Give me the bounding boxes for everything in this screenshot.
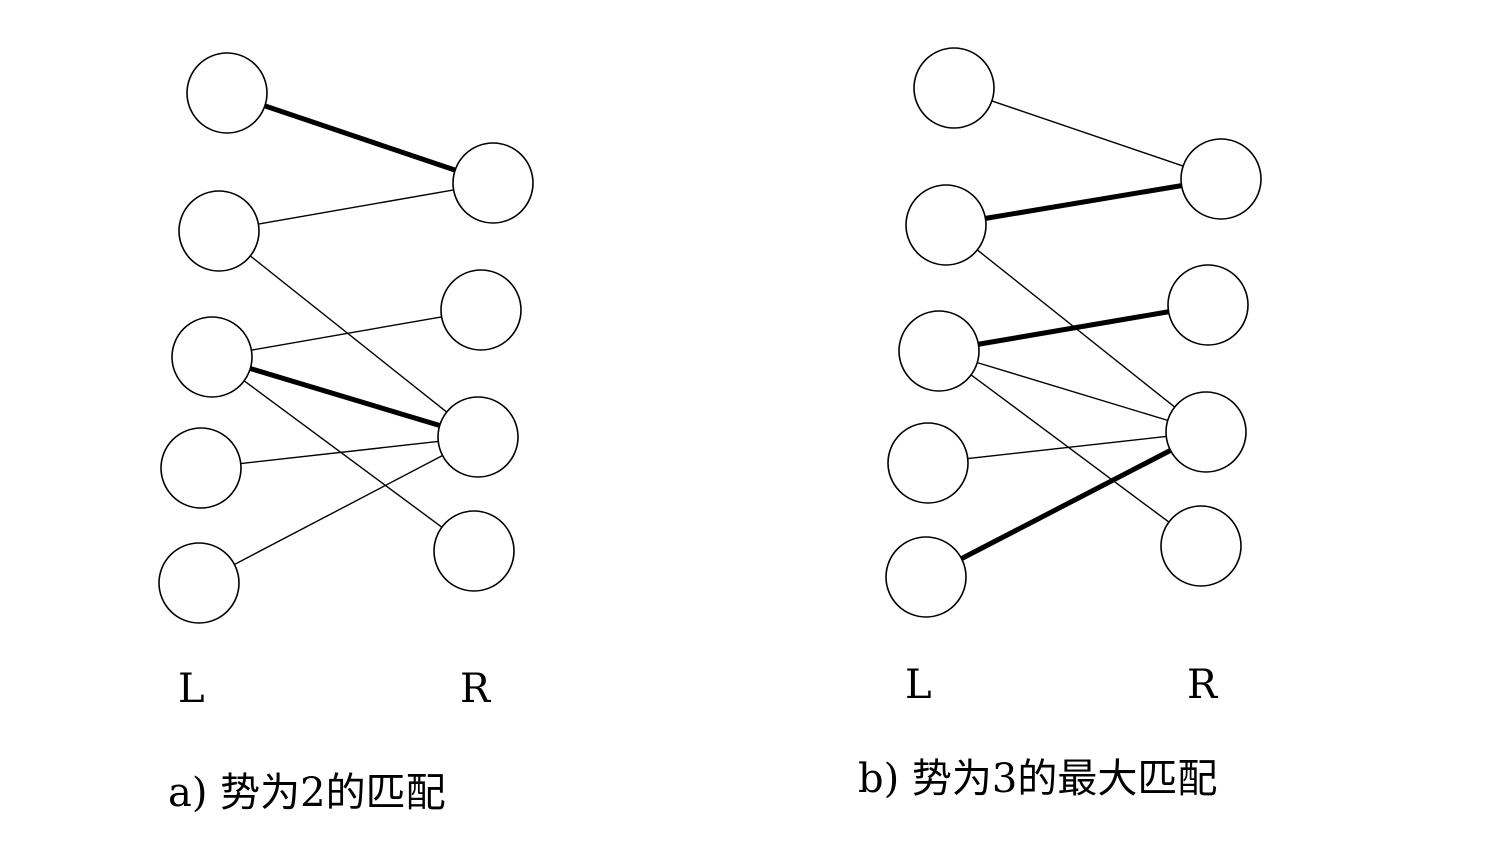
panel-a-left-node-2: [171, 316, 253, 398]
panel-b-edge-0-0: [991, 100, 1184, 167]
panel-b-edge-1-0-matched: [985, 183, 1182, 221]
panel-a-edge-1-0: [258, 189, 454, 225]
panel-b-left-node-4: [885, 536, 967, 618]
panel-b-edges: [960, 100, 1184, 561]
panel-a-edge-3-3: [240, 440, 439, 465]
panel-b-edge-2-1-matched: [978, 309, 1169, 347]
panel-b-edge-4-3-matched: [960, 448, 1172, 561]
panel-b-caption: b) 势为3的最大匹配: [858, 756, 1217, 802]
panel-a-edges: [234, 103, 456, 566]
panel-a-left-label: L: [178, 666, 205, 712]
panel-a-right-label: R: [460, 666, 492, 712]
panel-a-left-node-1: [178, 190, 260, 272]
panel-a-edge-4-3: [234, 454, 443, 566]
panel-a-edge-2-3-matched: [249, 366, 441, 428]
panel-b-right-node-4: [1160, 505, 1242, 587]
panel-a-caption: a) 势为2的匹配: [168, 770, 446, 816]
panel-a-left-node-3: [160, 427, 242, 509]
panel-b-left-node-1: [905, 184, 987, 266]
panel-a-left-node-0: [186, 52, 268, 134]
panel-a-edge-2-4: [243, 380, 443, 528]
panel-a-edge-1-3: [249, 255, 448, 413]
panel-a: L R a) 势为2的匹配: [158, 52, 534, 816]
panel-a-right-node-3: [437, 396, 519, 478]
panel-a-right-node-1: [440, 269, 522, 351]
panel-b-nodes: [885, 47, 1262, 618]
panel-b-edge-2-3: [977, 361, 1168, 422]
panel-a-right-node-0: [452, 142, 534, 224]
panel-a-edge-2-1: [251, 316, 442, 351]
panel-b-left-node-3: [887, 422, 969, 504]
panel-b-right-node-0: [1180, 138, 1262, 220]
panel-a-edge-0-0-matched: [264, 103, 456, 173]
panel-a-left-node-4: [158, 542, 240, 624]
panel-a-nodes: [158, 52, 534, 624]
panel-b-edge-3-3: [967, 435, 1167, 460]
panel-b-edge-2-4: [970, 374, 1170, 523]
panel-a-right-node-4: [433, 510, 515, 592]
panel-b-left-label: L: [905, 662, 932, 708]
panel-b-right-node-1: [1167, 264, 1249, 346]
panel-b-left-node-0: [913, 47, 995, 129]
panel-b: L R b) 势为3的最大匹配: [858, 47, 1262, 802]
panel-b-left-node-2: [898, 310, 980, 392]
panel-b-right-node-3: [1165, 391, 1247, 473]
panel-b-right-label: R: [1187, 662, 1219, 708]
